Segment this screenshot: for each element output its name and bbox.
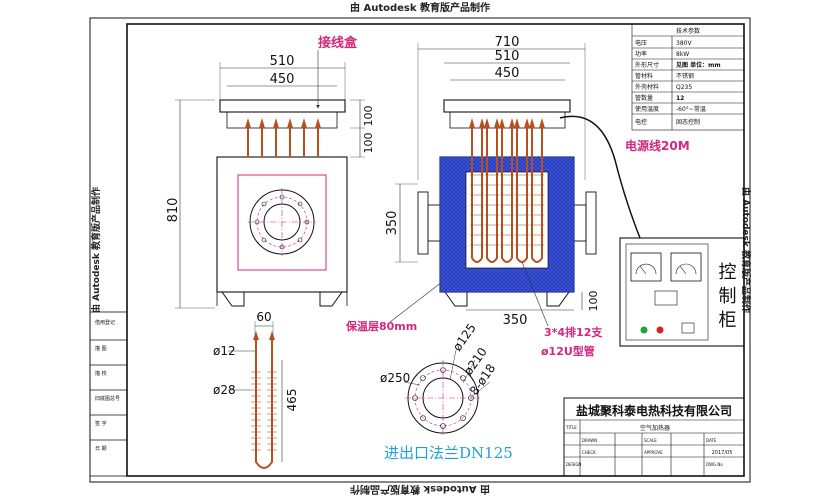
spec-v3: 不锈钢 — [676, 72, 694, 80]
spec-v2: 见图 单位：mm — [676, 61, 721, 69]
spec-k6: 使用温度 — [635, 105, 659, 113]
watermark-bottom: 由 Autodesk 教育版产品制作 — [350, 483, 490, 496]
title-company: 盐城聚科泰电热科技有限公司 — [576, 403, 732, 418]
strip-label-5: 日 期 — [95, 446, 107, 452]
front-view — [175, 62, 365, 309]
label-tubes: 3*4排12支 — [544, 325, 603, 339]
side-rod-tips — [469, 118, 545, 128]
strip-label-4: 签 字 — [95, 420, 107, 427]
spec-k7: 电控 — [635, 118, 647, 126]
strip-label-2: 描 校 — [95, 370, 107, 377]
front-rods — [247, 128, 319, 157]
watermark-right: 由 Autodesk 教育版产品制作 — [740, 187, 752, 313]
dim-side-h: 350 — [385, 211, 400, 236]
label-control-cabinet: 控制柜 — [716, 262, 737, 334]
title-label-design: DESIGN — [566, 462, 581, 467]
u-tube-tips — [253, 331, 275, 340]
title-product: 空气加热器 — [640, 424, 670, 432]
dim-side-w2: 510 — [495, 49, 520, 64]
title-label-approve: APPROVE — [644, 450, 663, 455]
leader-tubes — [521, 261, 549, 327]
spec-k5: 管数量 — [635, 94, 653, 102]
inner-chamber — [465, 171, 549, 269]
dim-front-w2: 450 — [270, 72, 295, 87]
spec-k4: 外壳材料 — [635, 83, 659, 91]
dim-front-h: 810 — [166, 198, 181, 223]
dim-tube-w: 60 — [256, 310, 271, 324]
spec-v6: -60°~常温 — [676, 105, 706, 113]
dim-front-top2: 100 — [362, 133, 375, 154]
spec-table — [631, 23, 745, 131]
u-tube-shape — [255, 340, 273, 469]
label-insulation: 保温层80mm — [345, 319, 417, 333]
spec-v0: 380V — [676, 40, 692, 47]
title-label-title: TITLE — [565, 425, 577, 430]
cabinet-lamp-green — [640, 326, 648, 334]
side-fin-pattern — [470, 174, 544, 246]
control-cabinet — [619, 237, 745, 347]
spec-v5: 12 — [676, 95, 684, 102]
dim-side-w1: 710 — [495, 35, 520, 50]
spec-title: 技术参数 — [676, 27, 700, 35]
title-label-dwgno: DWG.No — [706, 462, 723, 467]
u-tube-fins — [251, 371, 277, 451]
label-tube-type: ø12U型管 — [541, 344, 595, 358]
title-label-date: DATE — [706, 438, 717, 443]
outer-border — [89, 17, 751, 483]
spec-v4: Q235 — [676, 84, 692, 91]
strip-label-3: 旧底图总号 — [95, 395, 120, 402]
cabinet-lamp-red — [656, 326, 664, 334]
label-junction-box: 接线盒 — [318, 35, 358, 51]
strip-label-0: 借用登记 — [95, 319, 115, 326]
dim-front-w1: 510 — [270, 54, 295, 69]
power-cable — [559, 115, 641, 239]
title-date: 2017/05 — [712, 450, 733, 456]
title-block — [563, 397, 745, 477]
watermark-left: 由 Autodesk 教育版产品制作 — [90, 187, 102, 313]
left-strip — [89, 311, 128, 477]
spec-k2: 外形尺寸 — [635, 61, 659, 69]
spec-k3: 管材料 — [635, 72, 653, 80]
title-label-check: CHECK — [582, 450, 596, 455]
spec-v1: 8kW — [676, 51, 689, 58]
front-rod-tips — [245, 118, 321, 128]
strip-label-1: 描 图 — [95, 345, 107, 352]
dim-front-top1: 100 — [362, 106, 375, 127]
flange-detail — [403, 349, 491, 436]
spec-k1: 功率 — [635, 50, 647, 58]
dim-tube-d1: ø12 — [213, 344, 236, 358]
dim-fl-d1: ø250 — [380, 371, 410, 385]
dim-side-b: 350 — [503, 313, 528, 328]
dim-side-w3: 450 — [495, 66, 520, 81]
title-label-scale: SCALE — [644, 438, 657, 443]
leader-insulation — [389, 281, 443, 323]
spec-v7: 固态控制 — [676, 118, 700, 126]
dim-tube-len: 465 — [285, 389, 299, 412]
label-power-cable: 电源线20M — [625, 138, 690, 153]
label-flange: 进出口法兰DN125 — [384, 444, 513, 462]
spec-k0: 电压 — [635, 39, 647, 47]
dim-tube-d2: ø28 — [213, 383, 236, 397]
watermark-top: 由 Autodesk 教育版产品制作 — [350, 1, 490, 14]
title-label-drawn: DRAWN — [582, 438, 597, 443]
dim-side-b2: 100 — [587, 291, 600, 312]
